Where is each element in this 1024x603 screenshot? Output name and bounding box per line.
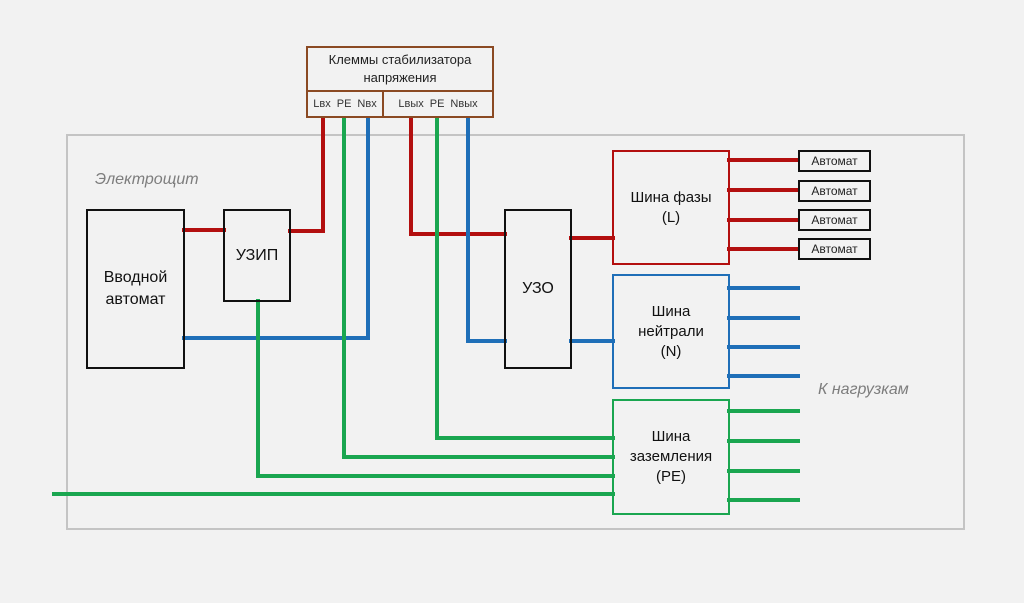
terminal-pe-in: PE	[336, 98, 352, 110]
neutral-busbar-label: Шина нейтрали (N)	[638, 302, 704, 360]
terminal-pe-out: PE	[429, 98, 445, 110]
rcd-label: УЗО	[522, 280, 554, 297]
breaker-2-label: Автомат	[811, 184, 858, 198]
wire-neutral-breaker-to-stab-in	[182, 116, 370, 340]
wire-neutral-stab-out-to-rcd	[466, 116, 507, 343]
main-breaker: Вводной автомат	[86, 209, 185, 369]
wire-ground-stab-in	[342, 116, 615, 459]
breaker-1-label: Автомат	[811, 154, 858, 168]
electrical-panel-frame	[66, 134, 965, 530]
phase-busbar-label: Шина фазы (L)	[630, 188, 712, 226]
breaker-2: Автомат	[798, 180, 871, 202]
wire-ground-stab-out	[435, 116, 615, 440]
wire-ground-spd	[256, 299, 615, 478]
stabilizer-output-terminals: Lвых PE Nвых	[384, 92, 492, 116]
breaker-3: Автомат	[798, 209, 871, 231]
panel-label: Электрощит	[95, 171, 199, 188]
ground-busbar: Шина заземления (PE)	[612, 399, 730, 515]
stabilizer-terminals-title: Клеммы стабилизатора напряжения	[308, 48, 492, 92]
surge-protector-label: УЗИП	[235, 246, 279, 264]
terminal-l-out: Lвых	[398, 98, 424, 110]
phase-busbar: Шина фазы (L)	[612, 150, 730, 265]
main-breaker-label: Вводной автомат	[103, 269, 168, 308]
stabilizer-terminals: Клеммы стабилизатора напряжения Lвх PE N…	[306, 46, 494, 118]
stabilizer-input-terminals: Lвх PE Nвх	[308, 92, 384, 116]
breaker-1: Автомат	[798, 150, 871, 172]
breaker-3-label: Автомат	[811, 213, 858, 227]
surge-protector: УЗИП	[223, 209, 291, 302]
wire-phase-stab-out-to-rcd	[409, 116, 507, 236]
breaker-4: Автомат	[798, 238, 871, 260]
ground-busbar-label: Шина заземления (PE)	[629, 428, 713, 485]
neutral-busbar: Шина нейтрали (N)	[612, 274, 730, 389]
terminal-n-out: Nвых	[450, 98, 478, 110]
terminal-l-in: Lвх	[313, 98, 331, 110]
wire-phase-spd-to-stab-in	[288, 116, 325, 233]
terminal-n-in: Nвх	[357, 98, 377, 110]
loads-label: К нагрузкам	[818, 381, 909, 398]
rcd: УЗО	[504, 209, 572, 369]
breaker-4-label: Автомат	[811, 242, 858, 256]
